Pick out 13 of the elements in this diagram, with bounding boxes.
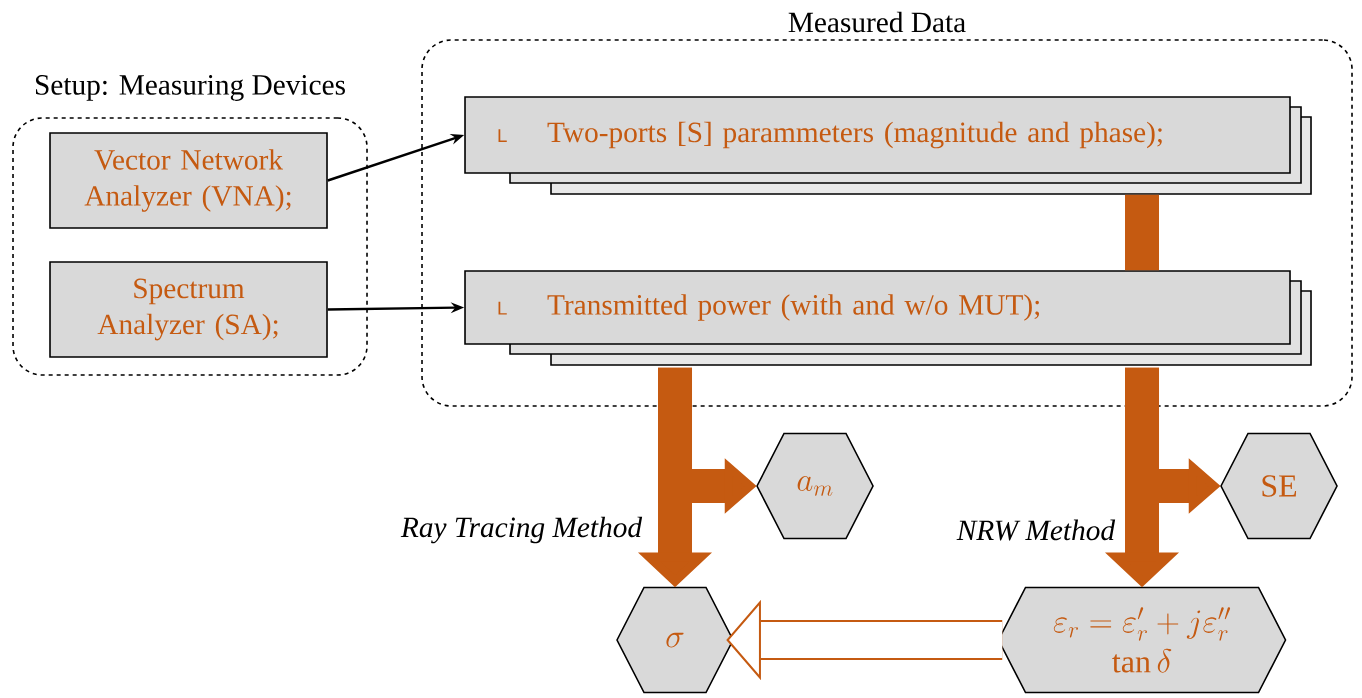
device-box: Spectrum Analyzer (SA); <box>49 261 328 358</box>
stacked-box: L Two-ports [S] parammeters (magnitude and phase); <box>464 96 1312 195</box>
hexagon: $\varepsilon_r = \varepsilon_r' + j\varepsilon_r''$ $\tan\delta$ <box>997 586 1287 694</box>
hexagon: $\sigma$ <box>616 586 734 694</box>
hexagon: SE <box>1220 432 1338 540</box>
stacked-box: L Transmitted power (with and w/o MUT); <box>464 270 1312 366</box>
connector-bar <box>1125 194 1159 271</box>
node-label: Setup: Measuring Devices <box>35 75 345 101</box>
edge-label: NRW Method <box>954 516 1118 544</box>
device-box: Vector Network Analyzer (VNA); <box>49 132 328 229</box>
node-label: Measured Data <box>788 11 966 33</box>
hexagon: $a_m$ <box>756 432 874 540</box>
edge-label: Ray Tracing Method <box>398 514 645 546</box>
